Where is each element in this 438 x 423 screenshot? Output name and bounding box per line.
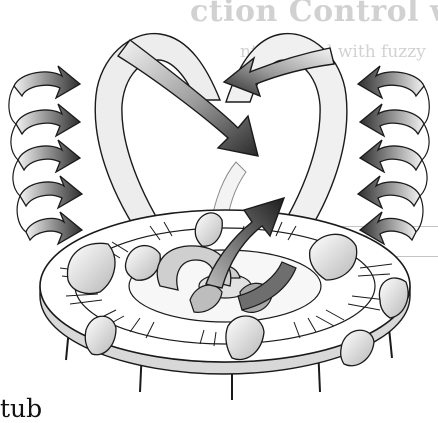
left-spiral-arrow [14, 66, 80, 98]
left-spiral-arrow [26, 212, 82, 244]
right-spiral-arrow [358, 176, 420, 208]
pulsator-disk [40, 210, 410, 400]
left-spiral-arrow [16, 104, 80, 136]
left-spiral-arrows [9, 66, 82, 244]
left-spiral-arrow [18, 140, 80, 172]
right-spiral-arrow [360, 140, 422, 172]
right-spiral-arrows [358, 66, 429, 244]
left-spiral-arrow [20, 176, 82, 208]
figure-label: tub [0, 396, 42, 421]
right-spiral-arrow [358, 66, 424, 98]
right-spiral-arrow [360, 104, 424, 136]
